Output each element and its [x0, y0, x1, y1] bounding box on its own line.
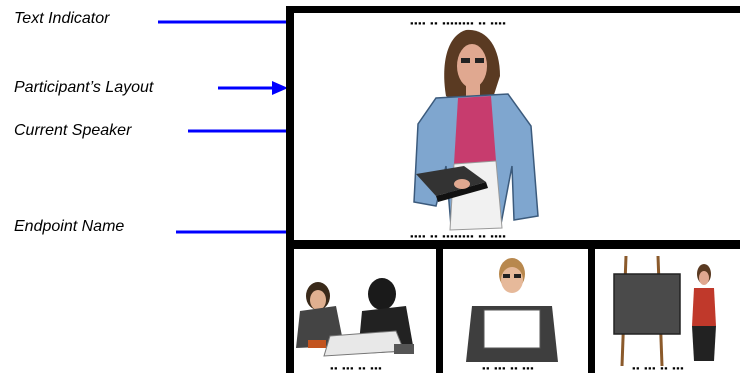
arrow-participants-layout	[218, 81, 288, 95]
svg-text:▪▪▪▪ ▪▪ ▪▪▪▪▪▪▪▪ ▪▪ ▪▪▪▪: ▪▪▪▪ ▪▪ ▪▪▪▪▪▪▪▪ ▪▪ ▪▪▪▪	[410, 20, 506, 27]
participant-thumbnail-1: ▪▪ ▪▪▪ ▪▪ ▪▪▪	[296, 278, 414, 372]
text-indicator-caption: ▪▪▪▪ ▪▪ ▪▪▪▪▪▪▪▪ ▪▪ ▪▪▪▪	[410, 20, 506, 27]
svg-text:▪▪ ▪▪▪ ▪▪ ▪▪▪: ▪▪ ▪▪▪ ▪▪ ▪▪▪	[632, 365, 684, 372]
svg-text:▪▪▪▪ ▪▪ ▪▪▪▪▪▪▪▪ ▪▪ ▪▪▪▪: ▪▪▪▪ ▪▪ ▪▪▪▪▪▪▪▪ ▪▪ ▪▪▪▪	[410, 233, 506, 240]
label-text-indicator: Text Indicator	[14, 10, 110, 27]
participant-thumbnail-3: ▪▪ ▪▪▪ ▪▪ ▪▪▪	[613, 255, 716, 372]
label-participants-layout: Participant’s Layout	[14, 79, 154, 96]
participants-layout-frame: ▪▪▪▪ ▪▪ ▪▪▪▪▪▪▪▪ ▪▪ ▪▪▪▪ ▪▪▪▪ ▪▪ ▪▪▪▪▪▪▪…	[286, 6, 740, 373]
label-current-speaker: Current Speaker	[14, 122, 132, 139]
label-endpoint-name: Endpoint Name	[14, 218, 125, 235]
svg-text:▪▪ ▪▪▪ ▪▪ ▪▪▪: ▪▪ ▪▪▪ ▪▪ ▪▪▪	[330, 365, 382, 372]
endpoint-name-caption: ▪▪▪▪ ▪▪ ▪▪▪▪▪▪▪▪ ▪▪ ▪▪▪▪	[410, 233, 506, 240]
participant-thumbnail-2: ▪▪ ▪▪▪ ▪▪ ▪▪▪	[466, 258, 558, 372]
current-speaker-video	[413, 29, 539, 231]
svg-text:▪▪ ▪▪▪ ▪▪ ▪▪▪: ▪▪ ▪▪▪ ▪▪ ▪▪▪	[482, 365, 534, 372]
